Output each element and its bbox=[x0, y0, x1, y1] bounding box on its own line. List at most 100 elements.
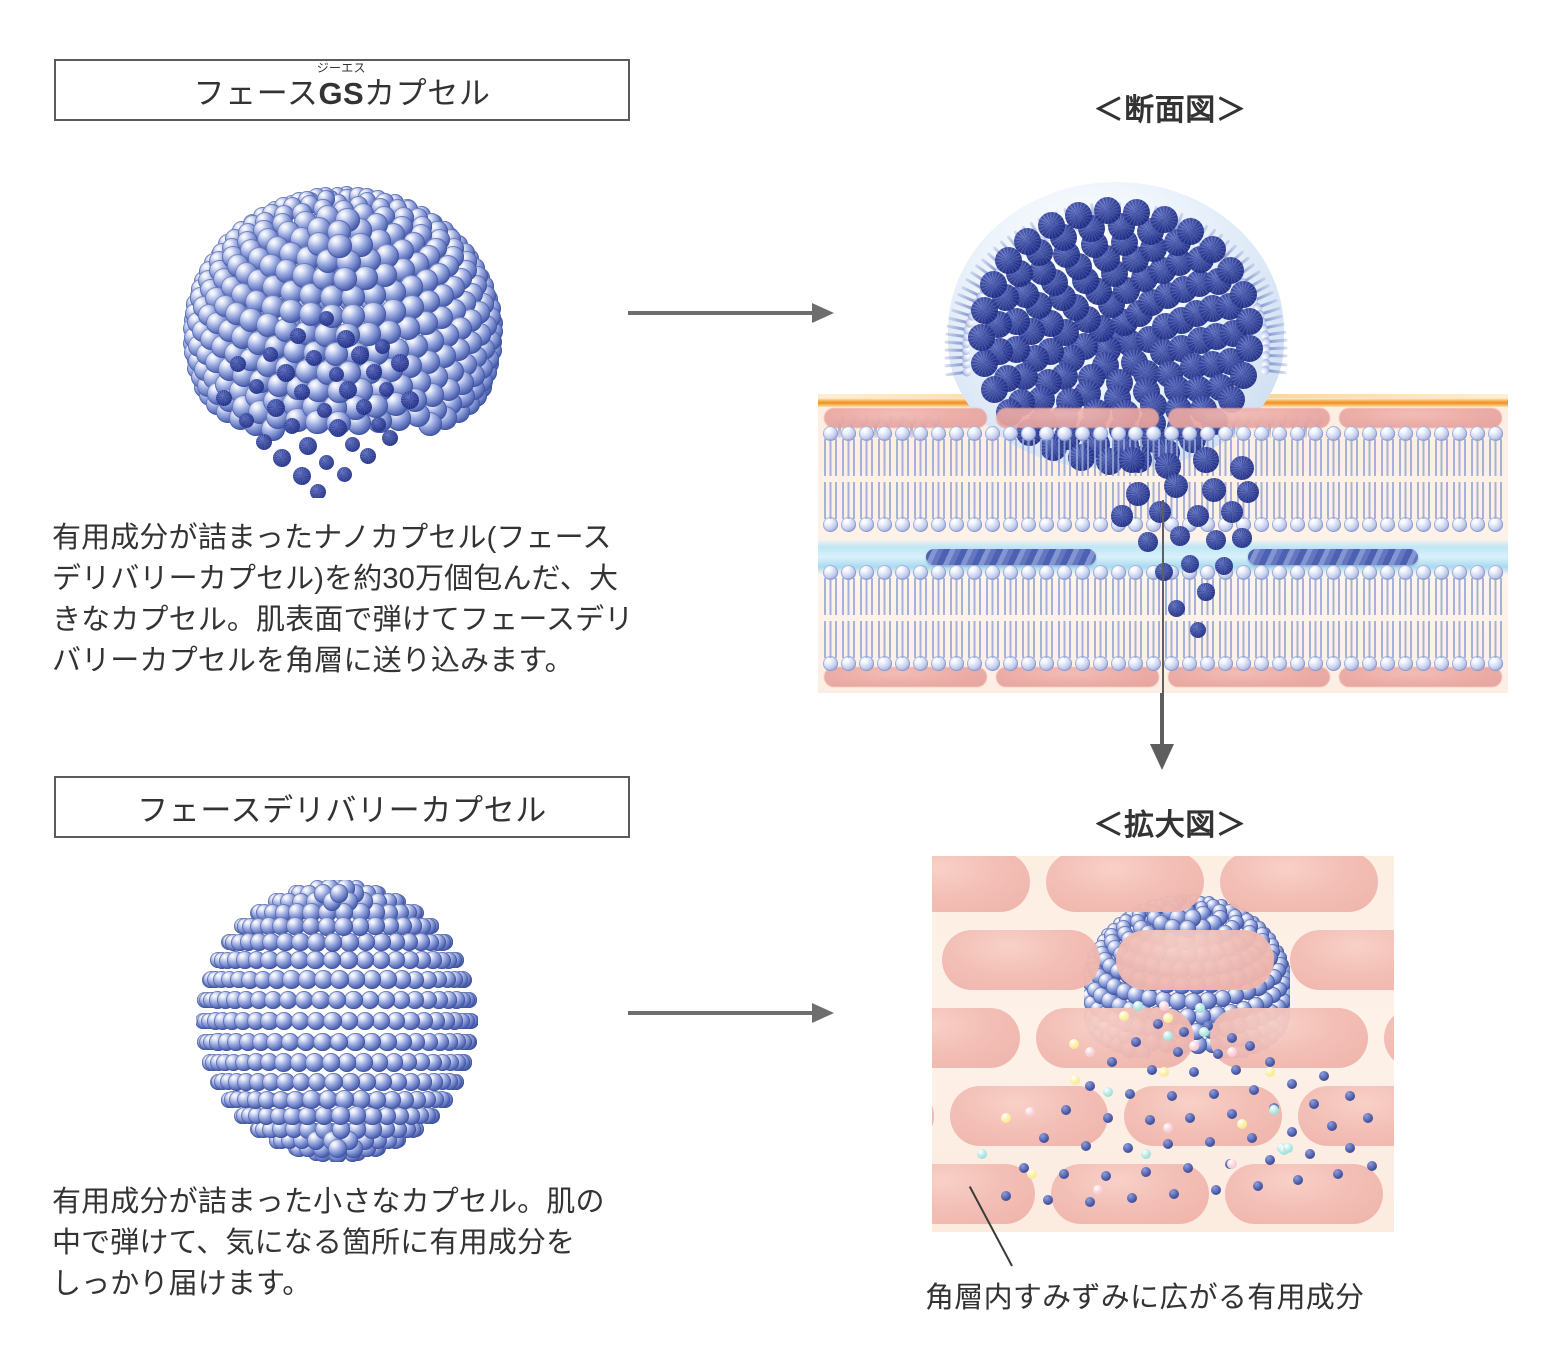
lipid-head bbox=[1398, 517, 1413, 532]
lipid-molecule bbox=[1092, 621, 1109, 671]
capsule-bead bbox=[387, 933, 406, 952]
lipid-tail bbox=[1434, 621, 1448, 658]
nano-capsule bbox=[390, 353, 410, 373]
lipid-tail bbox=[1057, 578, 1071, 615]
capsule-bead bbox=[384, 1053, 404, 1072]
lipid-tail bbox=[1147, 578, 1161, 615]
lipid-head bbox=[894, 656, 910, 671]
lipid-head bbox=[894, 517, 910, 532]
lipid-tail bbox=[945, 370, 964, 377]
lipid-molecule bbox=[1325, 482, 1342, 532]
lipid-head bbox=[1200, 426, 1216, 441]
lipid-tail bbox=[1021, 578, 1035, 615]
lipid-head bbox=[1344, 656, 1360, 671]
lipid-head bbox=[858, 426, 874, 441]
lipid-head bbox=[1451, 656, 1467, 671]
lipid-tail bbox=[1021, 439, 1035, 476]
lipid-head bbox=[948, 517, 964, 532]
lipid-molecule bbox=[930, 621, 947, 671]
lipid-head bbox=[912, 565, 928, 580]
capsule-bead bbox=[405, 990, 424, 1010]
nano-capsule bbox=[1236, 335, 1264, 363]
corneocyte bbox=[1167, 408, 1331, 428]
nano-capsule bbox=[355, 398, 373, 416]
lipid-molecule bbox=[1199, 621, 1216, 671]
lipid-head bbox=[840, 517, 856, 532]
active-ingredient-particle bbox=[1283, 1143, 1293, 1153]
lipid-head bbox=[1469, 426, 1485, 441]
capsule-bead bbox=[366, 917, 385, 936]
lipid-tail bbox=[985, 482, 999, 519]
lipid-molecule bbox=[930, 482, 947, 532]
capsule-bead bbox=[378, 1032, 397, 1052]
capsule-bead bbox=[275, 1011, 294, 1031]
active-ingredient-particle bbox=[1327, 1121, 1337, 1131]
lipid-tail bbox=[1237, 578, 1251, 615]
capsule-bead bbox=[314, 1106, 334, 1126]
lipid-tail bbox=[1021, 621, 1035, 658]
nano-capsule bbox=[1177, 218, 1205, 246]
active-ingredient-particle bbox=[1287, 1079, 1297, 1089]
nano-capsule bbox=[979, 270, 1007, 298]
lipid-tail bbox=[943, 348, 963, 352]
capsule-bead bbox=[420, 1033, 438, 1051]
lipid-tail bbox=[1093, 621, 1107, 658]
active-ingredient-particle bbox=[1163, 1031, 1173, 1041]
nano-capsule-penetrating bbox=[1236, 480, 1260, 504]
lipid-molecule bbox=[1307, 426, 1324, 476]
capsule-bead bbox=[260, 951, 279, 970]
lipid-tail bbox=[1003, 439, 1017, 476]
capsule-bead bbox=[280, 1032, 300, 1052]
lipid-molecule bbox=[1253, 565, 1270, 615]
lipid-molecule bbox=[1235, 565, 1252, 615]
lipid-tail bbox=[1399, 439, 1412, 476]
capsule-bead bbox=[346, 970, 366, 989]
lipid-head bbox=[1344, 565, 1360, 580]
lipid-tail bbox=[1075, 482, 1089, 519]
lipid-tail bbox=[1345, 482, 1359, 519]
lipid-head bbox=[1128, 426, 1144, 441]
lipid-head bbox=[1415, 565, 1431, 580]
lipid-head bbox=[1326, 426, 1342, 441]
nano-capsule bbox=[215, 389, 233, 407]
gs-capsule-description-line: バリーカプセルを角層に送り込みます。 bbox=[52, 645, 574, 677]
lipid-molecule bbox=[1469, 482, 1486, 532]
lipid-molecule bbox=[948, 565, 965, 615]
lipid-head bbox=[876, 426, 892, 441]
active-ingredient-particle bbox=[1237, 1119, 1247, 1129]
lipid-head bbox=[823, 426, 838, 441]
lipid-tail bbox=[1057, 621, 1071, 658]
capsule-bead bbox=[261, 1072, 280, 1091]
delivery-capsule-description: 有用成分が詰まった小さなカプセル。肌の 中で弾けて、気になる箇所に有用成分を し… bbox=[52, 1182, 652, 1305]
capsule-bead bbox=[321, 1053, 341, 1072]
lipid-tail bbox=[985, 621, 999, 658]
lipid-tail bbox=[1039, 482, 1053, 519]
lipid-molecule bbox=[1469, 565, 1486, 615]
active-ingredient-particle bbox=[1265, 1155, 1275, 1165]
lipid-molecule bbox=[948, 621, 965, 671]
active-ingredient-particle bbox=[1093, 1185, 1103, 1195]
lipid-tail bbox=[949, 621, 963, 658]
active-ingredient-particle bbox=[1163, 1013, 1173, 1023]
lipid-tail bbox=[913, 482, 927, 519]
nano-capsule bbox=[336, 466, 352, 482]
lipid-head bbox=[1272, 656, 1288, 671]
corneocyte-row-bottom bbox=[818, 667, 1508, 687]
lipid-tail bbox=[1416, 578, 1430, 615]
lipid-tail bbox=[931, 621, 945, 658]
lipid-tail bbox=[1273, 621, 1287, 658]
lipid-head bbox=[966, 517, 982, 532]
active-ingredient-particle bbox=[1249, 1085, 1259, 1095]
capsule-bead bbox=[328, 1139, 347, 1158]
capsule-bead bbox=[305, 1053, 324, 1072]
lipid-molecule bbox=[1307, 482, 1324, 532]
lipid-molecule bbox=[1433, 426, 1450, 476]
lipid-tail bbox=[1232, 424, 1235, 438]
lipid-molecule bbox=[984, 482, 1001, 532]
nano-capsule bbox=[276, 363, 296, 383]
corneocyte bbox=[1339, 667, 1502, 687]
lipid-molecule bbox=[840, 482, 857, 532]
lipid-tail bbox=[1291, 482, 1305, 519]
arrow-head bbox=[812, 1003, 834, 1023]
lipid-head bbox=[858, 565, 874, 580]
